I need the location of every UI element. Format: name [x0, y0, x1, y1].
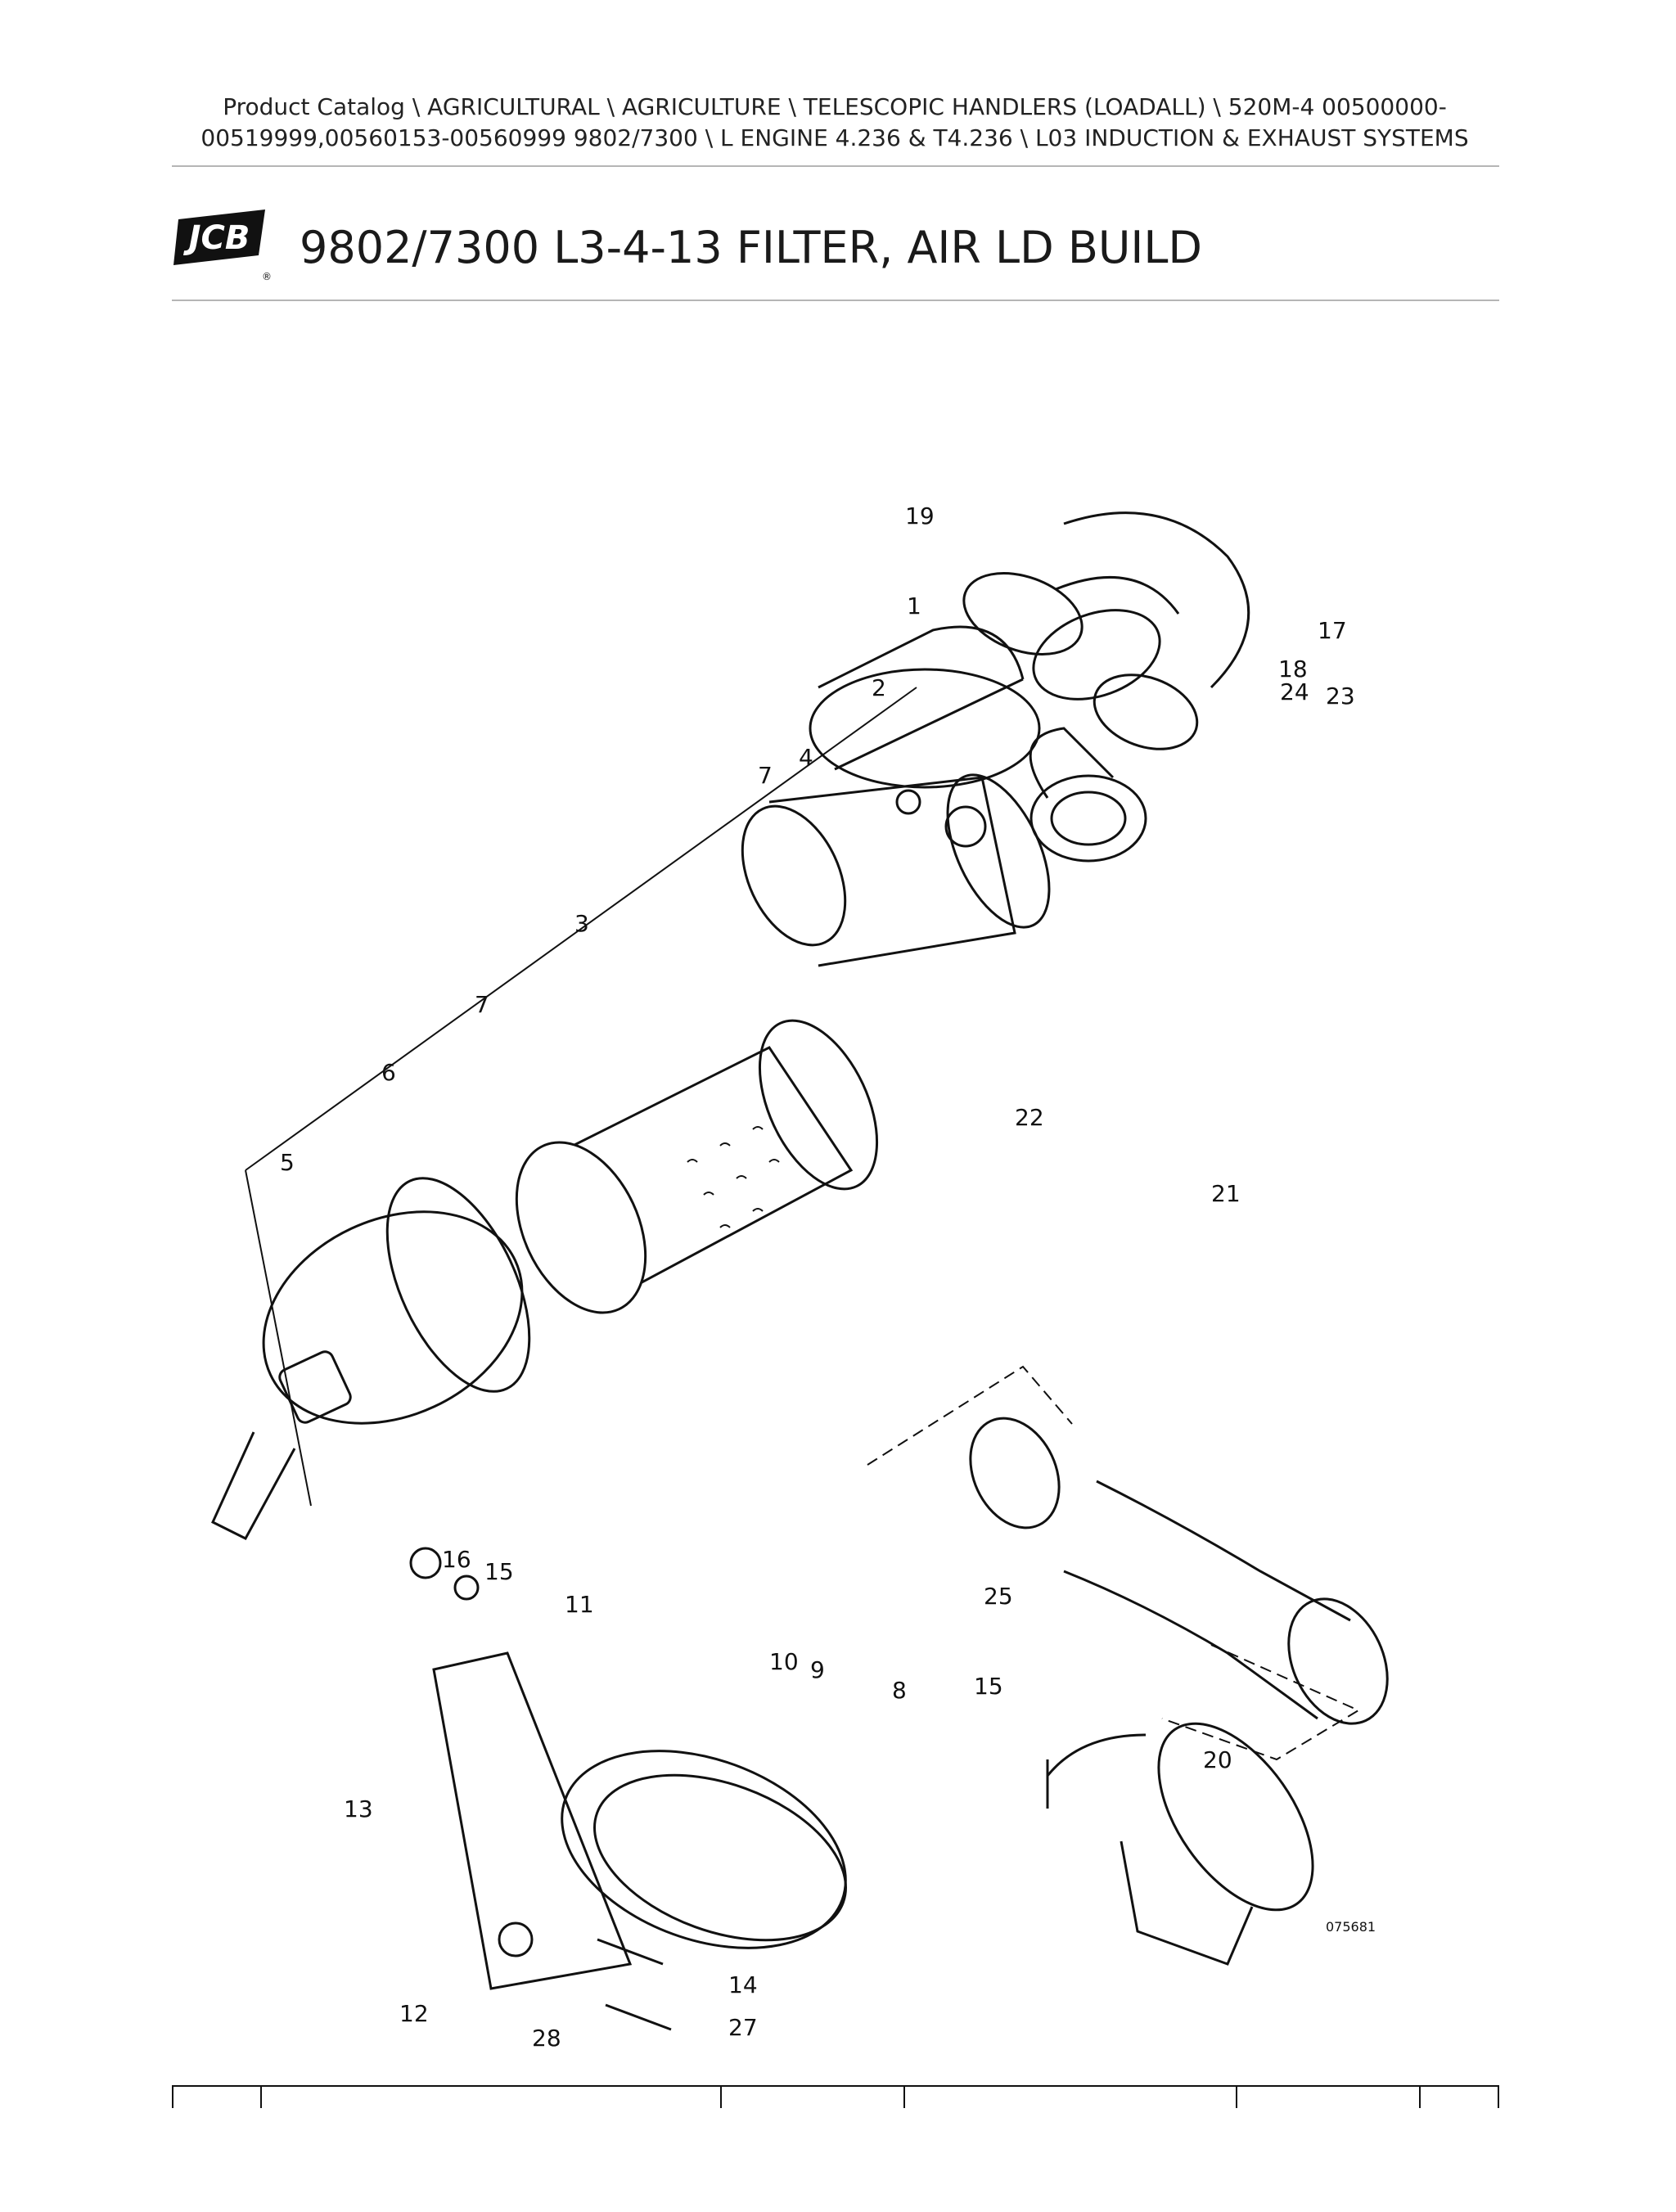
safety-element: [741, 773, 1051, 967]
footer-col-divider: [172, 2085, 173, 2108]
callout-9: 9: [810, 1656, 825, 1683]
spacer-12: [498, 1921, 534, 1957]
exploded-parts-diagram: 1 2 3 4 5 6 7 7 8 9 10 11 12 13 14 15 15…: [196, 344, 1440, 2052]
end-cap: [211, 1177, 531, 1540]
footer-col-divider: [720, 2085, 722, 2108]
callout-18: 18: [1278, 655, 1308, 683]
page-title: 9802/7300 L3-4-13 FILTER, AIR LD BUILD: [300, 222, 1202, 273]
callout-25: 25: [984, 1583, 1013, 1610]
callout-10: 10: [769, 1648, 799, 1675]
nut-24: [895, 789, 921, 815]
callout-1: 1: [907, 592, 921, 619]
callout-19: 19: [905, 502, 935, 529]
callout-6: 6: [381, 1059, 396, 1086]
title-divider: [172, 300, 1499, 301]
callout-14: 14: [728, 1971, 758, 1998]
hose-clamp-18: [1093, 674, 1199, 750]
footer-col-divider: [1236, 2085, 1237, 2108]
footer-col-divider: [1419, 2085, 1421, 2108]
mounting-bracket: [432, 1651, 847, 1990]
header-divider: [172, 165, 1499, 167]
main-element: [515, 1019, 879, 1314]
callout-5: 5: [280, 1149, 295, 1176]
filter-body: [809, 625, 1147, 863]
callout-23: 23: [1326, 683, 1355, 710]
jcb-logo: JCB ®: [173, 205, 272, 290]
callout-22: 22: [1015, 1104, 1044, 1131]
callout-21: 21: [1211, 1180, 1241, 1207]
callout-15b: 15: [974, 1673, 1003, 1700]
nut-16: [409, 1547, 442, 1579]
callout-7b: 7: [475, 991, 489, 1018]
callout-27: 27: [728, 2014, 758, 2041]
callout-3: 3: [574, 910, 589, 937]
knob-23: [944, 805, 987, 848]
bolt-14: [597, 1938, 664, 1966]
elbow-hose: [1032, 511, 1250, 701]
callout-20: 20: [1203, 1746, 1232, 1773]
logo-text: JCB: [183, 219, 250, 257]
callout-24: 24: [1280, 678, 1309, 705]
footer-col-divider: [1498, 2085, 1499, 2108]
callout-7: 7: [758, 762, 773, 789]
bolt-27: [605, 2003, 672, 2031]
rain-cap: [1046, 1722, 1314, 1966]
callout-17: 17: [1318, 617, 1347, 644]
callout-28: 28: [532, 2025, 561, 2052]
callout-4: 4: [799, 744, 813, 771]
callout-12: 12: [399, 2000, 429, 2027]
callout-15: 15: [484, 1558, 514, 1585]
intake-hose: [969, 1417, 1389, 1725]
callout-11: 11: [565, 1591, 594, 1618]
washer-15: [453, 1575, 480, 1601]
callout-2: 2: [872, 674, 886, 701]
breadcrumb: Product Catalog \ AGRICULTURAL \ AGRICUL…: [196, 92, 1473, 154]
hose-clamp-19: [962, 572, 1084, 655]
breadcrumb-line-2: 00519999,00560153-00560999 9802/7300 \ L…: [200, 124, 1469, 151]
callout-8: 8: [892, 1677, 907, 1704]
seal-22: [969, 1417, 1061, 1529]
drawing-ref: 075681: [1326, 1919, 1376, 1935]
footer-table-line: [172, 2085, 1499, 2087]
callout-16: 16: [442, 1546, 471, 1573]
footer-col-divider: [903, 2085, 905, 2108]
footer-col-divider: [260, 2085, 262, 2108]
svg-text:®: ®: [262, 271, 272, 282]
callout-13: 13: [344, 1795, 373, 1822]
breadcrumb-line-1: Product Catalog \ AGRICULTURAL \ AGRICUL…: [223, 93, 1447, 120]
